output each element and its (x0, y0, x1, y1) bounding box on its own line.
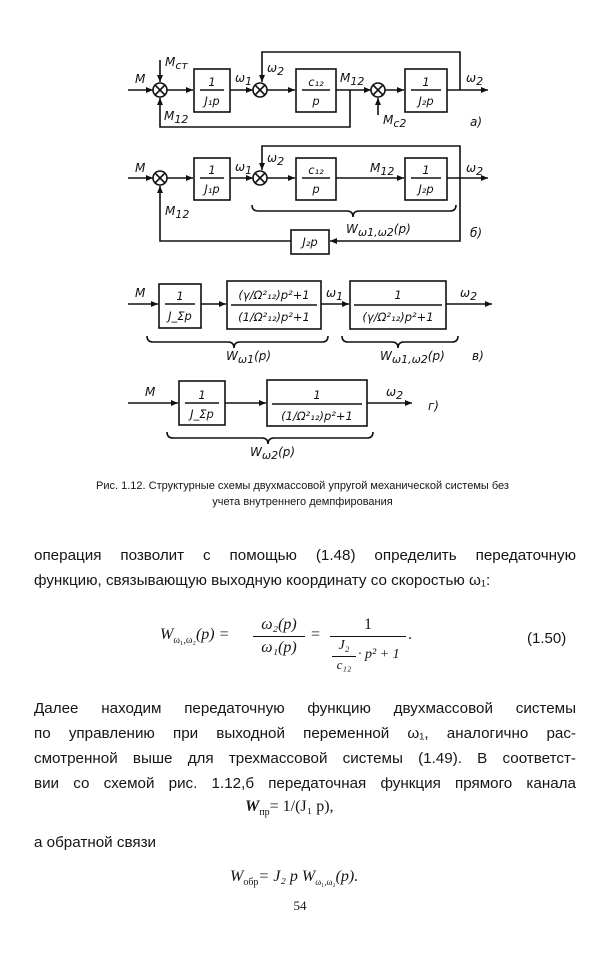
svg-text:c₁₂: c₁₂ (308, 75, 324, 89)
block-diagrams: M Mст M12 1 J₁p ω1 ω2 c₁₂ p M12 1 J₂p Mc… (128, 51, 492, 462)
brace-w-w2 (166, 431, 374, 445)
svg-text:1: 1 (313, 388, 320, 402)
input-M-label: M (135, 72, 146, 86)
svg-text:1: 1 (208, 75, 215, 89)
svg-text:1: 1 (176, 289, 183, 303)
diagram-d (128, 379, 412, 445)
svg-text:J₁p: J₁p (202, 182, 219, 196)
block-1-over-J1p (193, 157, 231, 201)
paragraph-1: операция позволит с помощью (1.48) опред… (34, 547, 576, 589)
svg-text:Wω1,ω2(p): Wω1,ω2(p) (346, 222, 411, 239)
block-ratio-polynomial (226, 280, 322, 330)
svg-text:M12: M12 (165, 204, 189, 221)
svg-text:Mст: Mст (165, 55, 188, 72)
svg-text:ω2: ω2 (466, 71, 483, 88)
svg-text:ω1: ω1 (235, 71, 252, 88)
tag-a: а) (470, 115, 482, 129)
svg-text:(γ/Ω²₁₂)p²+1: (γ/Ω²₁₂)p²+1 (362, 310, 433, 324)
svg-text:J₂p: J₂p (300, 235, 317, 249)
svg-text:J₂p: J₂p (416, 182, 433, 196)
svg-text:Wω2(p): Wω2(p) (250, 445, 295, 462)
svg-text:ω2: ω2 (386, 385, 403, 402)
svg-text:Wω1(p): Wω1(p) (226, 349, 271, 366)
equation-number: (1.50) (527, 630, 567, 647)
svg-text:Mc2: Mc2 (383, 113, 406, 130)
svg-text:M12: M12 (370, 161, 394, 178)
diagram-b (128, 145, 488, 255)
figure-caption: Рис. 1.12. Структурные схемы двухмассово… (96, 480, 509, 508)
diagram-c (128, 280, 492, 349)
svg-text:ω2: ω2 (267, 61, 284, 78)
svg-text:ω2: ω2 (466, 161, 483, 178)
block-1-over-polynomial (349, 280, 447, 330)
block-c12-over-p (295, 157, 337, 201)
tag-c: в) (472, 349, 484, 363)
block-1-over-JSp (158, 283, 202, 329)
svg-text:M: M (135, 286, 146, 300)
paragraph-2: Далее находим передаточную функцию двухм… (34, 700, 576, 792)
svg-text:J₂p: J₂p (416, 94, 433, 108)
svg-text:1: 1 (422, 75, 429, 89)
equation-w-obr: Wобр= J₂ p Wω₁,ω₂(p). (230, 868, 359, 889)
brace-w-w1-w2 (251, 204, 457, 218)
svg-text:M: M (135, 161, 146, 175)
svg-text:J_Σp: J_Σp (166, 309, 192, 323)
svg-text:J_Σp: J_Σp (188, 407, 214, 421)
equation-1-50: Wω₁,ω₂(p) = ω₂(p) ω₁(p) = 1 J₂ c₁₂ · p² … (160, 616, 412, 672)
svg-text:c₁₂: c₁₂ (308, 163, 324, 177)
svg-text:1: 1 (394, 288, 401, 302)
svg-text:ω1: ω1 (235, 160, 252, 177)
svg-text:1: 1 (198, 388, 205, 402)
svg-text:(γ/Ω²₁₂)p²+1: (γ/Ω²₁₂)p²+1 (238, 288, 309, 302)
block-1-over-J2p (404, 157, 448, 201)
page-number: 54 (293, 898, 307, 913)
svg-text:p: p (311, 94, 319, 108)
svg-text:1: 1 (422, 163, 429, 177)
svg-text:J₁p: J₁p (202, 94, 219, 108)
tag-b: б) (470, 226, 482, 240)
svg-text:(1/Ω²₁₂)p²+1: (1/Ω²₁₂)p²+1 (238, 310, 310, 324)
paragraph-3: а обратной связи (34, 834, 157, 851)
equation-w-pr: Wпр= 1/(J₁ p), (245, 798, 334, 819)
brace-w-w1 (146, 335, 329, 349)
svg-text:Wω1,ω2(p): Wω1,ω2(p) (380, 349, 445, 366)
svg-text:1: 1 (208, 163, 215, 177)
tag-d: г) (428, 399, 439, 413)
svg-text:p: p (311, 182, 319, 196)
svg-text:M12: M12 (340, 71, 364, 88)
svg-text:M12: M12 (164, 109, 188, 126)
diagram-a (128, 51, 488, 128)
block-J2p (290, 229, 330, 255)
svg-text:ω2: ω2 (267, 151, 284, 168)
svg-text:M: M (145, 385, 156, 399)
svg-text:ω2: ω2 (460, 286, 477, 303)
svg-text:(1/Ω²₁₂)p²+1: (1/Ω²₁₂)p²+1 (281, 409, 353, 423)
svg-text:ω1: ω1 (326, 286, 343, 303)
brace-w-w1-w2 (341, 335, 459, 349)
